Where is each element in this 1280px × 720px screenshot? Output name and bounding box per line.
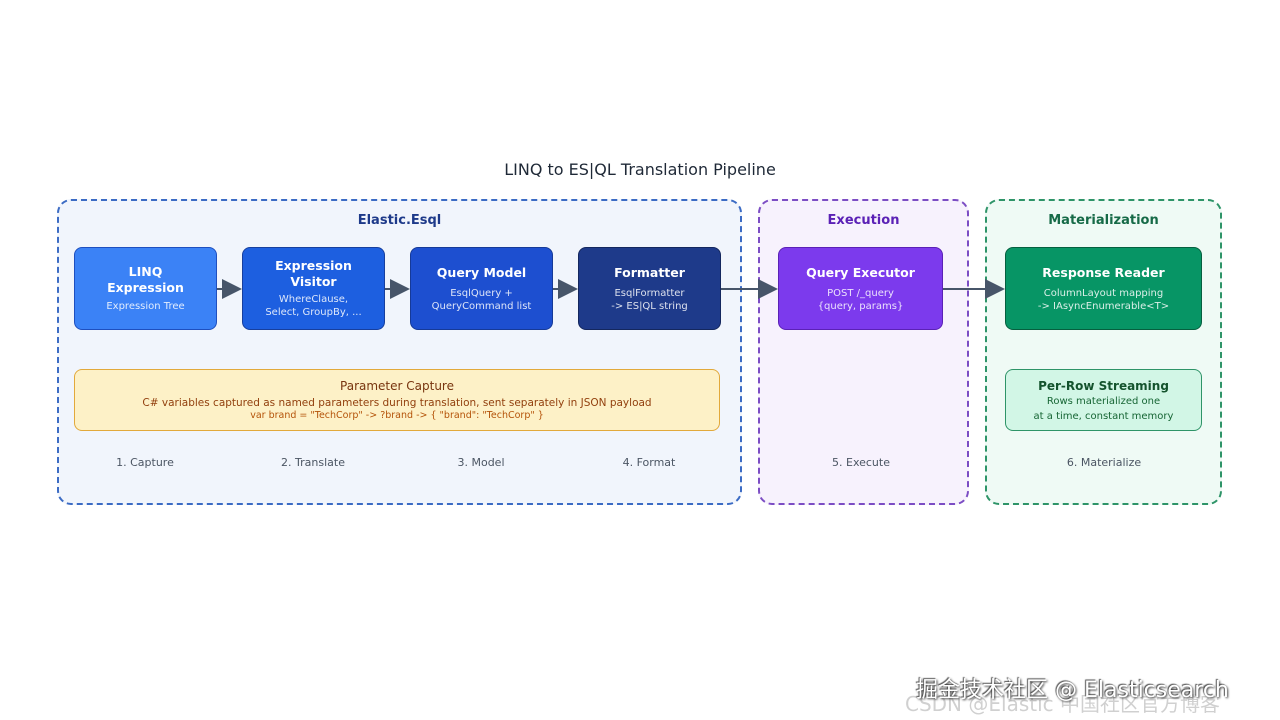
parameter-capture-box: Parameter Capture C# variables captured …	[74, 369, 720, 431]
node-subtitle: -> ES|QL string	[611, 300, 688, 312]
streaming-title: Per-Row Streaming	[1038, 379, 1169, 393]
node-subtitle: Expression Tree	[106, 301, 185, 312]
group-label-execution: Execution	[827, 213, 900, 228]
watermark-primary: 掘金技术社区 @ Elasticsearch	[916, 678, 1229, 703]
node-subtitle: QueryCommand list	[431, 300, 532, 312]
node-query-model: Query Model EsqlQuery + QueryCommand lis…	[410, 247, 553, 330]
node-subtitle: ColumnLayout mapping	[1043, 287, 1164, 299]
streaming-desc: at a time, constant memory	[1033, 411, 1174, 422]
node-expression-visitor: Expression Visitor WhereClause, Select, …	[242, 247, 385, 330]
streaming-desc: Rows materialized one	[1046, 396, 1161, 407]
node-subtitle: POST /_query	[827, 287, 894, 299]
group-label-materialization: Materialization	[1048, 213, 1159, 228]
node-title: Query Executor	[806, 264, 915, 280]
node-title: Query Model	[436, 264, 527, 280]
param-capture-title: Parameter Capture	[340, 379, 454, 393]
step-label: 3. Model	[457, 456, 505, 469]
node-subtitle: EsqlQuery +	[450, 287, 513, 299]
step-label: 2. Translate	[281, 456, 345, 469]
node-title: Visitor	[290, 274, 337, 289]
step-label: 4. Format	[622, 456, 676, 469]
node-title: Expression	[107, 280, 184, 295]
step-label: 6. Materialize	[1066, 456, 1142, 469]
node-subtitle: Select, GroupBy, ...	[265, 307, 362, 318]
per-row-streaming-box: Per-Row Streaming Rows materialized one …	[1005, 369, 1202, 431]
node-query-executor: Query Executor POST /_query {query, para…	[778, 247, 943, 330]
node-subtitle: EsqlFormatter	[614, 287, 685, 299]
node-subtitle: -> IAsyncEnumerable<T>	[1037, 300, 1170, 312]
param-capture-description: C# variables captured as named parameter…	[142, 397, 652, 409]
node-subtitle: WhereClause,	[278, 294, 349, 305]
node-linq-expression: LINQ Expression Expression Tree	[74, 247, 217, 330]
node-response-reader: Response Reader ColumnLayout mapping -> …	[1005, 247, 1202, 330]
node-subtitle: {query, params}	[817, 300, 904, 312]
node-formatter: Formatter EsqlFormatter -> ES|QL string	[578, 247, 721, 330]
step-label: 5. Execute	[832, 456, 890, 469]
watermark-secondary: CSDN @Elastic 中国社区官方博客	[905, 692, 1220, 716]
step-label: 1. Capture	[116, 456, 174, 469]
group-label-esql: Elastic.Esql	[357, 213, 442, 228]
node-title: Response Reader	[1042, 264, 1165, 280]
diagram-title: LINQ to ES|QL Translation Pipeline	[504, 160, 776, 179]
node-title: Formatter	[614, 264, 685, 280]
param-capture-code: var brand = "TechCorp" -> ?brand -> { "b…	[250, 410, 544, 421]
node-title: Expression	[275, 258, 352, 273]
node-title: LINQ	[128, 264, 163, 279]
